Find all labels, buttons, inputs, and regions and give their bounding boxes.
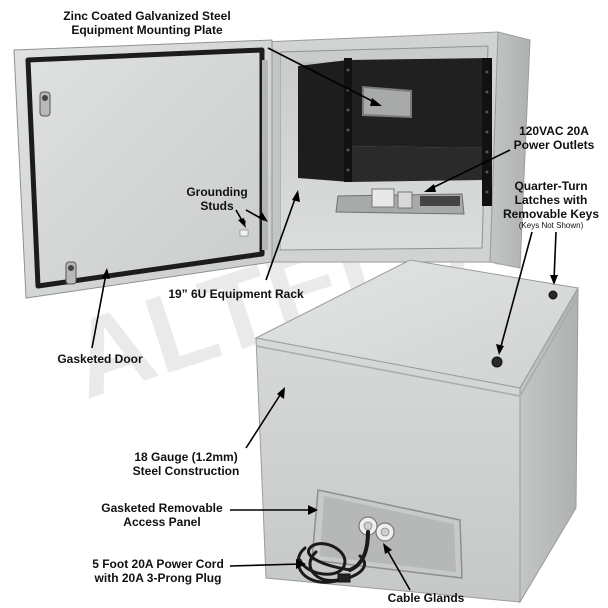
label-access-panel-line1: Gasketed Removable [101, 501, 223, 515]
label-keys-note: (Keys Not Shown) [518, 221, 584, 230]
label-power-outlets: 120VAC 20A Power Outlets [506, 124, 602, 152]
latch-keyhole-rear [548, 290, 558, 300]
equipment-rack [298, 58, 492, 206]
label-latches-line2: Latches with [514, 193, 588, 207]
label-grounding-studs-line1: Grounding [186, 185, 248, 199]
label-grounding-studs: Grounding Studs [182, 185, 252, 213]
enclosure-right-side [519, 286, 579, 604]
label-mounting-plate-line1: Zinc Coated Galvanized Steel [63, 9, 231, 23]
label-mounting-plate: Zinc Coated Galvanized Steel Equipment M… [42, 9, 252, 37]
label-grounding-studs-line2: Studs [200, 199, 234, 213]
label-cable-glands: Cable Glands [378, 591, 474, 605]
label-latches-line3: Removable Keys [502, 207, 600, 221]
label-power-outlets-line1: 120VAC 20A [519, 124, 589, 138]
latch-keyhole-front [491, 356, 503, 368]
label-latches: Quarter-Turn Latches with Removable Keys… [498, 179, 604, 231]
cable-glands [358, 516, 395, 542]
label-power-outlets-line2: Power Outlets [513, 138, 595, 152]
closed-enclosure [254, 259, 579, 604]
open-enclosure [13, 31, 531, 299]
door-gasket [25, 47, 265, 289]
label-equipment-rack: 19” 6U Equipment Rack [156, 287, 316, 301]
label-access-panel-line2: Access Panel [123, 515, 201, 529]
power-outlet-strip [335, 188, 465, 215]
label-mounting-plate-line2: Equipment Mounting Plate [71, 23, 223, 37]
callout-arrows [91, 47, 558, 591]
label-gasketed-door: Gasketed Door [48, 352, 152, 366]
label-power-cord: 5 Foot 20A Power Cord with 20A 3-Prong P… [84, 557, 232, 585]
label-latches-line1: Quarter-Turn [514, 179, 588, 193]
power-cord [296, 530, 370, 584]
label-steel-line2: Steel Construction [132, 464, 240, 478]
label-power-cord-line2: with 20A 3-Prong Plug [94, 571, 222, 585]
label-steel-construction: 18 Gauge (1.2mm) Steel Construction [124, 450, 248, 478]
label-power-cord-line1: 5 Foot 20A Power Cord [92, 557, 224, 571]
door-latch-top [39, 91, 51, 117]
label-steel-line1: 18 Gauge (1.2mm) [134, 450, 238, 464]
door-latch-bottom [65, 261, 77, 285]
label-equipment-rack-text: 19” 6U Equipment Rack [168, 287, 304, 301]
label-access-panel: Gasketed Removable Access Panel [94, 501, 230, 529]
label-gasketed-door-text: Gasketed Door [57, 352, 143, 366]
label-cable-glands-text: Cable Glands [387, 591, 465, 605]
